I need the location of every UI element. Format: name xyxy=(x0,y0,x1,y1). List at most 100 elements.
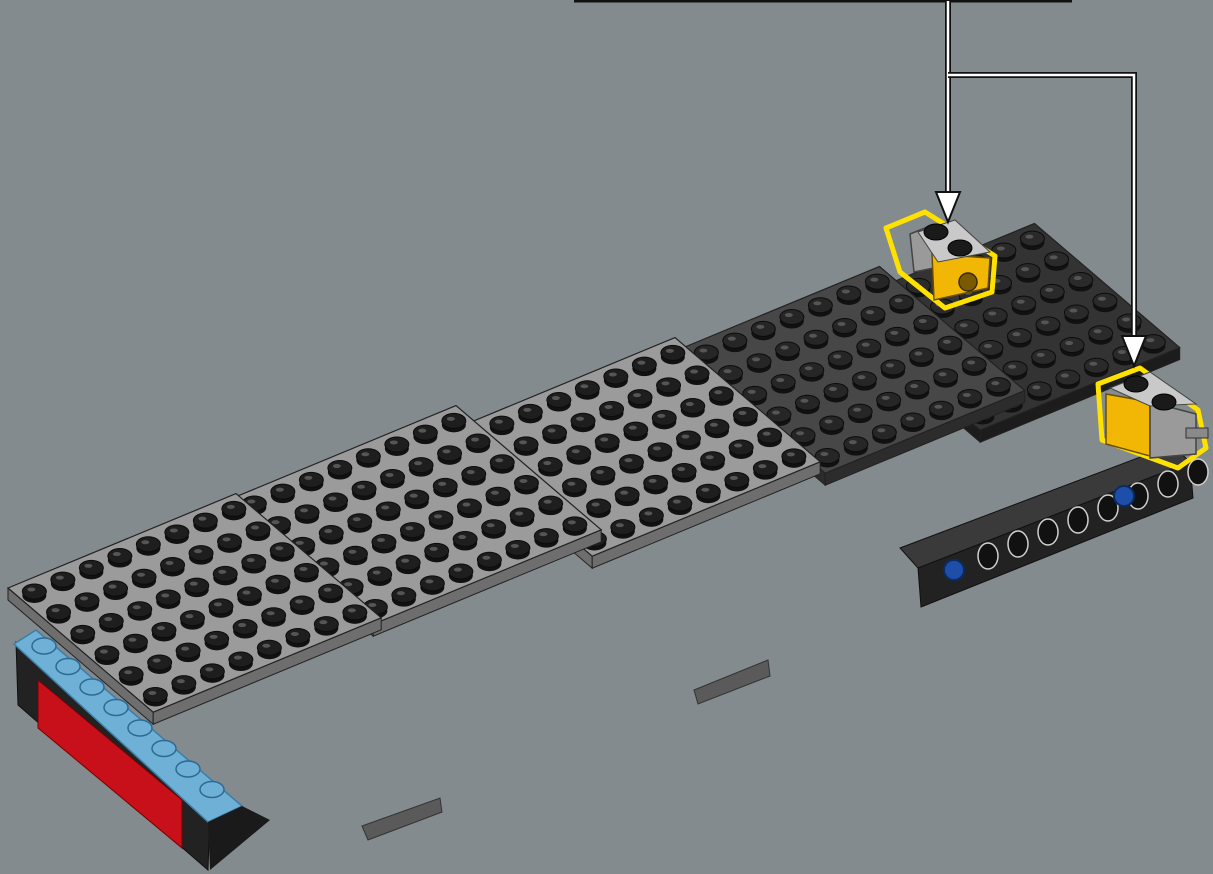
stud-shine xyxy=(128,638,136,642)
stud xyxy=(723,333,747,348)
stud xyxy=(319,584,343,599)
stud xyxy=(152,622,176,637)
stud xyxy=(449,564,473,579)
stud xyxy=(381,469,405,484)
stud xyxy=(543,425,567,440)
stud-shine xyxy=(300,508,308,512)
stud-shine xyxy=(943,340,951,344)
stud-shine xyxy=(886,363,894,367)
stud-shine xyxy=(353,517,361,521)
stud xyxy=(983,308,1007,323)
stud xyxy=(352,481,376,496)
stud-shine xyxy=(519,479,527,483)
stud-shine xyxy=(862,343,870,347)
stud-shine xyxy=(600,437,608,441)
stud xyxy=(782,449,806,464)
stud-shine xyxy=(223,537,231,541)
stud xyxy=(372,534,396,549)
stud xyxy=(286,628,310,643)
stud xyxy=(865,274,889,289)
stud-shine xyxy=(194,549,202,553)
stud xyxy=(1007,329,1031,344)
blue-stud xyxy=(200,782,224,798)
stud-shine xyxy=(730,476,738,480)
stud xyxy=(909,348,933,363)
stud-shine xyxy=(495,420,503,424)
stud-shine xyxy=(320,562,328,566)
stud-shine xyxy=(748,390,756,394)
stud xyxy=(848,404,872,419)
stud-shine xyxy=(1050,255,1058,259)
stud-shine xyxy=(1069,309,1077,313)
stud-shine xyxy=(523,408,531,412)
stud-shine xyxy=(324,529,332,533)
stud xyxy=(929,401,953,416)
stud-shine xyxy=(181,647,189,651)
stud-shine xyxy=(690,370,698,374)
stud-shine xyxy=(462,503,470,507)
stud xyxy=(958,389,982,404)
blue-stud xyxy=(32,638,56,654)
stud xyxy=(429,511,453,526)
stud-shine xyxy=(1012,332,1020,336)
stud-shine xyxy=(267,611,275,615)
stud xyxy=(400,523,424,538)
stud xyxy=(562,478,586,493)
stud-shine xyxy=(482,556,490,560)
stud xyxy=(270,543,294,558)
stud-shine xyxy=(548,429,556,433)
stud xyxy=(751,321,775,336)
stud-shine xyxy=(291,632,299,636)
stud xyxy=(604,369,628,384)
stud xyxy=(668,496,692,511)
stud xyxy=(99,614,123,629)
stud-shine xyxy=(633,393,641,397)
stud-shine xyxy=(637,361,645,365)
stud xyxy=(1056,370,1080,385)
stud xyxy=(356,449,380,464)
stud-shine xyxy=(148,691,156,695)
beam-hole xyxy=(1068,507,1088,533)
stud-shine xyxy=(677,467,685,471)
stud-shine xyxy=(109,585,117,589)
stud-shine xyxy=(234,656,242,660)
stud xyxy=(123,634,147,649)
stud-shine xyxy=(210,635,218,639)
stud xyxy=(833,318,857,333)
stud-shine xyxy=(910,384,918,388)
stud xyxy=(71,625,95,640)
stud xyxy=(438,446,462,461)
stud xyxy=(1064,305,1088,320)
stud-shine xyxy=(724,369,732,373)
stud-shine xyxy=(605,405,613,409)
stud-shine xyxy=(296,541,304,545)
stud-shine xyxy=(967,360,975,364)
stud xyxy=(644,475,668,490)
stud-shine xyxy=(620,491,628,495)
stud xyxy=(563,517,587,532)
stud xyxy=(368,567,392,582)
blue-stud xyxy=(80,679,104,695)
stud-shine xyxy=(960,323,968,327)
stud xyxy=(176,643,200,658)
stud xyxy=(648,443,672,458)
stud xyxy=(857,339,881,354)
stud xyxy=(632,357,656,372)
stud-shine xyxy=(275,546,283,550)
stud xyxy=(962,357,986,372)
stud xyxy=(1032,349,1056,364)
stud xyxy=(324,493,348,508)
stud xyxy=(385,437,409,452)
stud-shine xyxy=(756,325,764,329)
stud xyxy=(425,543,449,558)
stud xyxy=(591,466,615,481)
stud-shine xyxy=(580,384,588,388)
stud xyxy=(510,508,534,523)
stud-shine xyxy=(1098,297,1106,301)
stud xyxy=(955,320,979,335)
stud xyxy=(852,372,876,387)
stud xyxy=(132,569,156,584)
stud xyxy=(189,546,213,561)
stud-shine xyxy=(386,473,394,477)
